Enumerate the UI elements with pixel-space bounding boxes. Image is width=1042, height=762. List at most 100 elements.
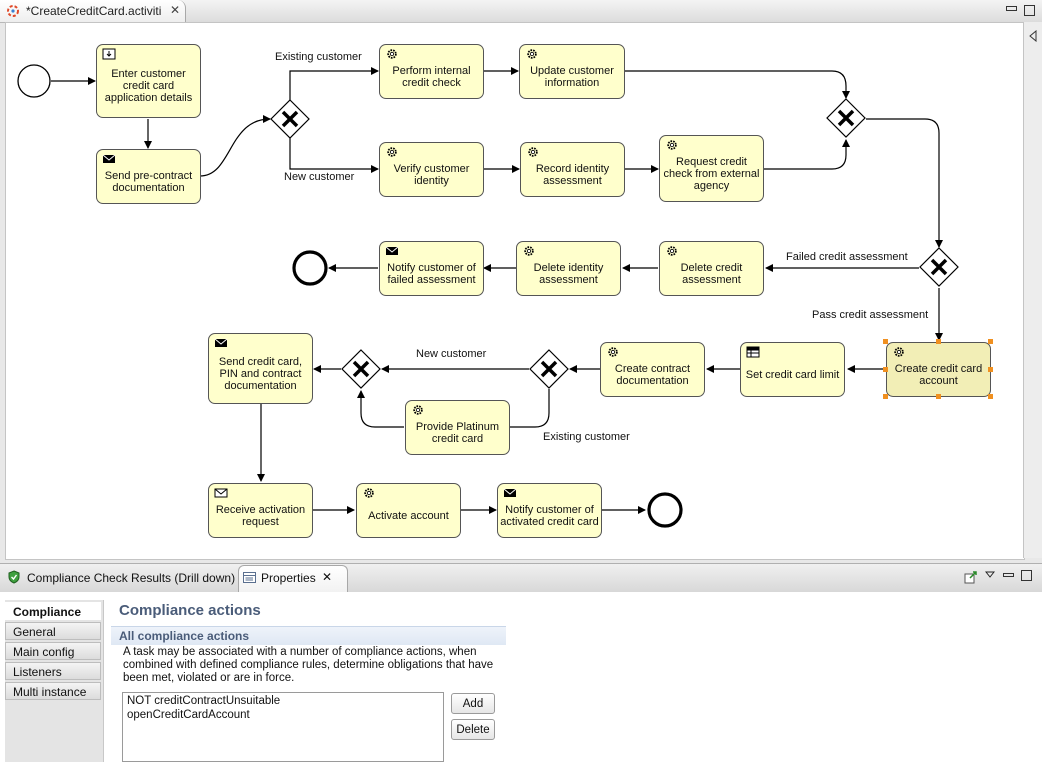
task-delete-credit[interactable]: Delete credit assessment bbox=[659, 241, 764, 296]
edge-label-pass-credit: Pass credit assessment bbox=[812, 309, 929, 321]
list-item[interactable]: openCreditCardAccount bbox=[127, 709, 250, 721]
gear-icon bbox=[667, 246, 677, 256]
selection-handle[interactable] bbox=[936, 339, 941, 344]
gear-icon bbox=[364, 488, 374, 498]
task-verify-identity[interactable]: Verify customer identity bbox=[379, 142, 484, 197]
task-label: Verify customer identity bbox=[393, 162, 470, 187]
maximize-icon[interactable] bbox=[1021, 570, 1032, 581]
side-tab-compliance[interactable]: Compliance bbox=[5, 602, 101, 620]
envelope-outline-icon bbox=[214, 488, 228, 498]
diagram-connectors bbox=[17, 64, 959, 528]
selection-handle[interactable] bbox=[883, 367, 888, 372]
task-label: Perform internal credit check bbox=[392, 64, 471, 89]
gear-icon bbox=[387, 49, 397, 59]
exclusive-gateway-card-merge[interactable] bbox=[341, 349, 381, 389]
task-notify-failed[interactable]: Notify customer of failed assessment bbox=[379, 241, 484, 296]
task-label: Send pre-contract documentation bbox=[104, 169, 193, 194]
gear-icon bbox=[387, 147, 397, 157]
views-tab-bar: Compliance Check Results (Drill down) Pr… bbox=[0, 563, 1042, 593]
task-perform-internal-check[interactable]: Perform internal credit check bbox=[379, 44, 484, 99]
task-enter-application[interactable]: Enter customer credit card application d… bbox=[96, 44, 201, 118]
side-tab-general[interactable]: General bbox=[5, 622, 101, 640]
activiti-file-icon bbox=[7, 5, 19, 17]
gear-icon bbox=[524, 246, 534, 256]
list-item[interactable]: NOT creditContractUnsuitable bbox=[127, 695, 281, 707]
palette-toggle[interactable] bbox=[1023, 22, 1042, 558]
task-label: Set credit card limit bbox=[745, 368, 840, 381]
task-create-contract[interactable]: Create contract documentation bbox=[600, 342, 705, 397]
side-tab-main-config[interactable]: Main config bbox=[5, 642, 101, 660]
divider bbox=[103, 600, 104, 762]
editor-tab-label: *CreateCreditCard.activiti bbox=[26, 4, 162, 18]
task-label: Record identity assessment bbox=[535, 162, 610, 187]
pin-icon[interactable] bbox=[964, 570, 978, 584]
edge-label-existing-customer: Existing customer bbox=[543, 431, 630, 443]
task-label: Delete identity assessment bbox=[533, 261, 604, 286]
envelope-icon bbox=[102, 154, 116, 163]
exclusive-gateway-customer-type[interactable] bbox=[270, 99, 310, 139]
selection-handle[interactable] bbox=[883, 339, 888, 344]
exclusive-gateway-card-type[interactable] bbox=[529, 349, 569, 389]
task-label: Send credit card, PIN and contract docum… bbox=[218, 355, 303, 392]
delete-button[interactable]: Delete bbox=[451, 719, 495, 740]
table-icon bbox=[746, 346, 760, 358]
task-send-card[interactable]: Send credit card, PIN and contract docum… bbox=[208, 333, 313, 404]
selection-handle[interactable] bbox=[988, 339, 993, 344]
close-icon[interactable]: ✕ bbox=[170, 3, 181, 17]
task-request-external-check[interactable]: Request credit check from external agenc… bbox=[659, 135, 764, 202]
task-notify-activated[interactable]: Notify customer of activated credit card bbox=[497, 483, 602, 538]
task-receive-activation[interactable]: Receive activation request bbox=[208, 483, 313, 538]
maximize-icon[interactable] bbox=[1024, 5, 1035, 16]
edge-label-new-customer: New customer bbox=[284, 171, 355, 183]
view-menu-icon[interactable] bbox=[985, 571, 995, 579]
selection-handle[interactable] bbox=[988, 394, 993, 399]
side-tab-multi-instance[interactable]: Multi instance bbox=[5, 682, 101, 700]
close-icon[interactable]: ✕ bbox=[322, 570, 333, 584]
task-label: Notify customer of failed assessment bbox=[387, 261, 476, 286]
task-label: Receive activation request bbox=[215, 503, 306, 528]
end-event-activated[interactable] bbox=[647, 492, 683, 528]
task-label: Activate account bbox=[368, 509, 449, 522]
task-label: Update customer information bbox=[530, 64, 614, 89]
editor-tab-bar: *CreateCreditCard.activiti ✕ bbox=[0, 0, 1042, 23]
envelope-icon bbox=[214, 338, 228, 347]
gear-icon bbox=[608, 347, 618, 357]
edge-label-new-customer: New customer bbox=[416, 348, 487, 360]
gear-icon bbox=[413, 405, 423, 415]
section-header[interactable]: All compliance actions bbox=[111, 626, 506, 645]
task-label: Enter customer credit card application d… bbox=[104, 68, 193, 104]
task-label: Create contract documentation bbox=[614, 362, 691, 387]
task-record-identity[interactable]: Record identity assessment bbox=[520, 142, 625, 197]
editor-tab[interactable]: *CreateCreditCard.activiti ✕ bbox=[0, 0, 186, 22]
task-send-precontract[interactable]: Send pre-contract documentation bbox=[96, 149, 201, 204]
start-event[interactable] bbox=[17, 64, 51, 98]
side-tab-listeners[interactable]: Listeners bbox=[5, 662, 101, 680]
exclusive-gateway-merge[interactable] bbox=[826, 98, 866, 138]
section-description: A task may be associated with a number o… bbox=[123, 646, 494, 684]
task-label: Provide Platinum credit card bbox=[415, 420, 500, 445]
task-set-limit[interactable]: Set credit card limit bbox=[740, 342, 845, 397]
section-header-label: All compliance actions bbox=[119, 629, 250, 643]
compliance-actions-list[interactable]: NOT creditContractUnsuitable openCreditC… bbox=[122, 692, 444, 762]
selection-handle[interactable] bbox=[883, 394, 888, 399]
gear-icon bbox=[667, 140, 677, 150]
tab-compliance-check-results[interactable]: Compliance Check Results (Drill down) bbox=[27, 571, 236, 585]
selection-handle[interactable] bbox=[936, 394, 941, 399]
task-update-customer[interactable]: Update customer information bbox=[519, 44, 625, 99]
task-create-account[interactable]: Create credit card account bbox=[886, 342, 991, 397]
add-button[interactable]: Add bbox=[451, 693, 495, 714]
selection-handle[interactable] bbox=[988, 367, 993, 372]
task-label: Request credit check from external agenc… bbox=[663, 155, 760, 192]
minimize-icon[interactable] bbox=[1003, 573, 1014, 577]
properties-side-tabs: Compliance General Main config Listeners… bbox=[5, 600, 103, 762]
minimize-icon[interactable] bbox=[1006, 6, 1017, 11]
task-activate-account[interactable]: Activate account bbox=[356, 483, 461, 538]
task-provide-platinum[interactable]: Provide Platinum credit card bbox=[405, 400, 510, 455]
tab-properties[interactable]: Properties ✕ bbox=[238, 565, 348, 592]
task-delete-identity[interactable]: Delete identity assessment bbox=[516, 241, 621, 296]
envelope-icon bbox=[385, 246, 399, 255]
edge-label-existing-customer: Existing customer bbox=[275, 51, 362, 63]
exclusive-gateway-credit-assessment[interactable] bbox=[919, 247, 959, 287]
end-event-failed[interactable] bbox=[292, 250, 328, 286]
properties-icon bbox=[243, 572, 256, 583]
